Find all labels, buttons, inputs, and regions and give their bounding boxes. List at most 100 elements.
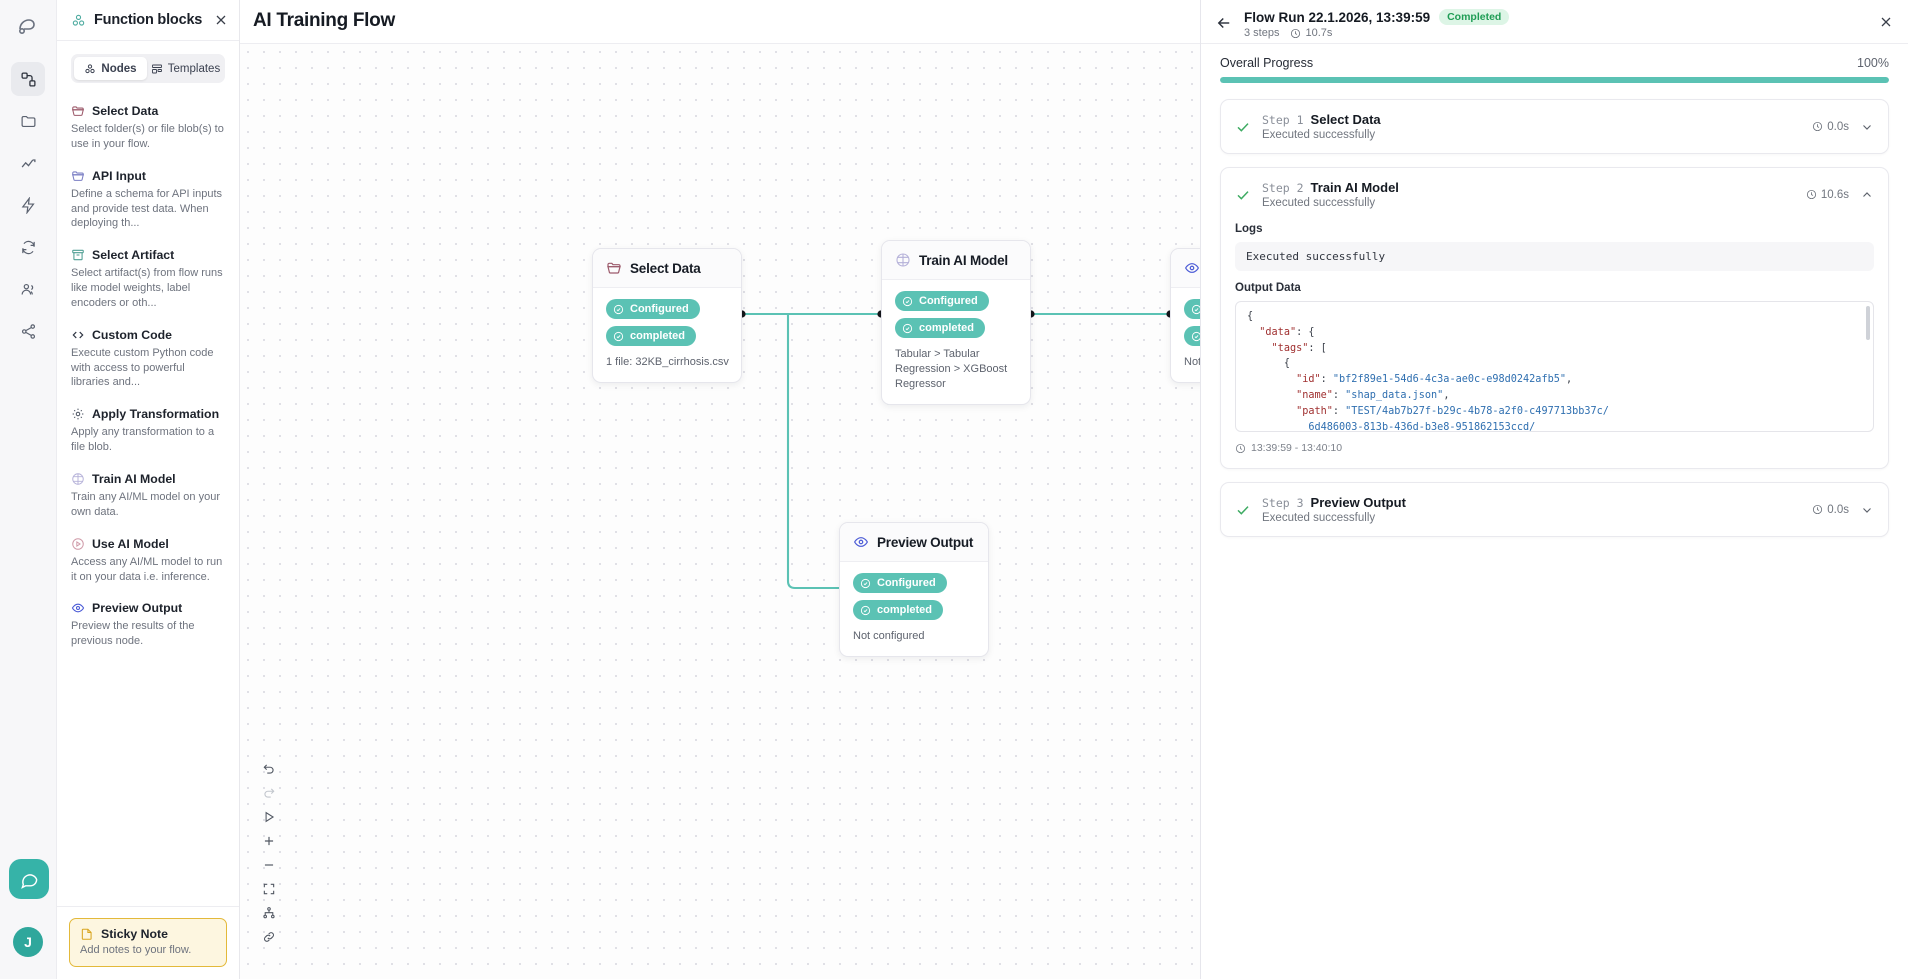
node-title: Select Data	[630, 260, 701, 276]
status-badge-label: Configured	[877, 577, 936, 589]
note-icon	[80, 927, 94, 941]
status-badge-label: Configured	[630, 303, 689, 315]
step-duration: 0.0s	[1827, 503, 1849, 516]
block-item-api-input[interactable]: API Input Define a schema for API inputs…	[57, 162, 239, 242]
tab-templates[interactable]: Templates	[149, 57, 222, 80]
step-header-2[interactable]: Step 2 Train AI Model Executed successfu…	[1221, 168, 1888, 221]
clock-icon	[1235, 443, 1246, 454]
zoom-out-button[interactable]	[257, 853, 281, 877]
json-scrollbar[interactable]	[1866, 306, 1870, 340]
block-item-train-ai-model[interactable]: Train AI Model Train any AI/ML model on …	[57, 465, 239, 530]
block-desc: Preview the results of the previous node…	[71, 620, 195, 648]
eye-icon	[853, 534, 869, 550]
chat-bubble-icon[interactable]	[9, 859, 49, 899]
step-number: Step 2	[1262, 181, 1304, 195]
rail-item-team[interactable]	[11, 272, 45, 306]
step-header-3[interactable]: Step 3 Preview Output Executed successfu…	[1221, 483, 1888, 536]
function-blocks-panel: Function blocks Nodes	[57, 0, 240, 979]
node-subtitle: Tabular > Tabular Regression > XGBoost R…	[895, 348, 1008, 390]
check-icon	[1235, 119, 1251, 135]
tab-nodes[interactable]: Nodes	[74, 57, 147, 80]
block-item-custom-code[interactable]: Custom Code Execute custom Python code w…	[57, 321, 239, 401]
block-desc: Select artifact(s) from flow runs like m…	[71, 267, 223, 309]
node-header: Select Data	[593, 249, 741, 288]
folder-open-icon	[71, 169, 85, 183]
run-details-drawer: Flow Run 22.1.2026, 13:39:59 Completed 3…	[1200, 0, 1908, 979]
canvas-node-preview-output-right[interactable]: Preview Output Configured completed Not …	[1170, 248, 1200, 383]
block-item-use-ai-model[interactable]: Use AI Model Access any AI/ML model to r…	[57, 530, 239, 595]
block-item-sticky-note[interactable]: Sticky Note Add notes to your flow.	[69, 918, 227, 967]
chevron-down-icon[interactable]	[1860, 503, 1874, 517]
run-status-badge: Completed	[1439, 9, 1510, 25]
redo-button[interactable]	[257, 781, 281, 805]
progress-value: 100%	[1857, 56, 1889, 70]
blocks-list: Select Data Select folder(s) or file blo…	[57, 91, 239, 906]
node-body: Configured completed Tabular > Tabular R…	[882, 280, 1030, 404]
step-card-1: Step 1 Select Data Executed successfully…	[1220, 99, 1889, 154]
node-subtitle: 1 file: 32KB_cirrhosis.csv	[606, 356, 729, 368]
run-button[interactable]	[257, 805, 281, 829]
canvas-node-train-ai-model[interactable]: Train AI Model Configured completed Tabu…	[881, 240, 1031, 405]
fit-view-button[interactable]	[257, 877, 281, 901]
output-data-label: Output Data	[1235, 282, 1301, 294]
step-header-1[interactable]: Step 1 Select Data Executed successfully…	[1221, 100, 1888, 153]
block-title-label: API Input	[92, 168, 146, 183]
sticky-note-section: Sticky Note Add notes to your flow.	[57, 906, 239, 979]
block-desc: Define a schema for API inputs and provi…	[71, 187, 223, 230]
canvas-node-select-data[interactable]: Select Data Configured completed 1 file:…	[592, 248, 742, 383]
status-badge-completed: completed	[606, 326, 697, 346]
clock-icon	[1812, 121, 1823, 132]
clock-icon	[1806, 189, 1817, 200]
status-badge-configured: Configured	[853, 573, 947, 593]
block-title-label: Train AI Model	[92, 471, 176, 486]
auto-layout-button[interactable]	[257, 901, 281, 925]
block-item-select-artifact[interactable]: Select Artifact Select artifact(s) from …	[57, 241, 239, 321]
gear-icon	[71, 407, 85, 421]
app-logo-icon[interactable]	[11, 10, 45, 44]
blocks-icon	[71, 13, 86, 28]
node-body: Configured completed Not configured	[840, 562, 988, 656]
step-duration: 0.0s	[1827, 120, 1849, 133]
chevron-up-icon[interactable]	[1860, 188, 1874, 202]
block-title-label: Use AI Model	[92, 536, 169, 551]
folder-open-icon	[71, 104, 85, 118]
run-title: Flow Run 22.1.2026, 13:39:59	[1244, 9, 1431, 25]
rail-item-share[interactable]	[11, 314, 45, 348]
block-title-label: Apply Transformation	[92, 407, 220, 422]
undo-button[interactable]	[257, 757, 281, 781]
flow-canvas[interactable]: Select Data Configured completed 1 file:…	[240, 44, 1200, 979]
rail-item-runs[interactable]	[11, 188, 45, 222]
step-name: Select Data	[1310, 112, 1381, 127]
zoom-in-button[interactable]	[257, 829, 281, 853]
code-icon	[71, 328, 85, 342]
output-data-json[interactable]: { "data": { "tags": [ { "id": "bf2f89e1-…	[1235, 301, 1874, 432]
arrow-left-icon[interactable]	[1215, 14, 1233, 32]
rail-item-analytics[interactable]	[11, 146, 45, 180]
status-badge-completed: completed	[895, 318, 986, 338]
rail-item-sync[interactable]	[11, 230, 45, 264]
canvas-node-preview-output-bottom[interactable]: Preview Output Configured completed Not …	[839, 522, 989, 657]
rail-item-flows[interactable]	[11, 62, 45, 96]
avatar[interactable]: J	[13, 927, 43, 957]
status-badge-completed: completed	[853, 600, 944, 620]
close-icon[interactable]	[213, 12, 229, 28]
page-title: Function blocks	[94, 12, 203, 28]
node-header: Preview Output	[1171, 249, 1200, 288]
link-button[interactable]	[257, 925, 281, 949]
close-icon[interactable]	[1878, 14, 1894, 30]
step-detail-2: Logs Executed successfully Output Data {…	[1221, 223, 1888, 468]
tab-templates-label: Templates	[167, 62, 221, 75]
block-item-select-data[interactable]: Select Data Select folder(s) or file blo…	[57, 97, 239, 162]
tab-nodes-label: Nodes	[101, 62, 137, 75]
rail-item-files[interactable]	[11, 104, 45, 138]
block-item-preview-output[interactable]: Preview Output Preview the results of th…	[57, 594, 239, 659]
block-item-apply-transformation[interactable]: Apply Transformation Apply any transform…	[57, 400, 239, 465]
status-badge-label: completed	[919, 322, 975, 334]
node-subtitle: Not configured	[1184, 356, 1200, 368]
brain-icon	[895, 252, 911, 268]
sticky-note-desc: Add notes to your flow.	[80, 944, 192, 956]
chevron-down-icon[interactable]	[1860, 120, 1874, 134]
block-title-label: Custom Code	[92, 327, 172, 342]
step-status: Executed successfully	[1262, 129, 1376, 141]
canvas-controls	[256, 757, 282, 949]
